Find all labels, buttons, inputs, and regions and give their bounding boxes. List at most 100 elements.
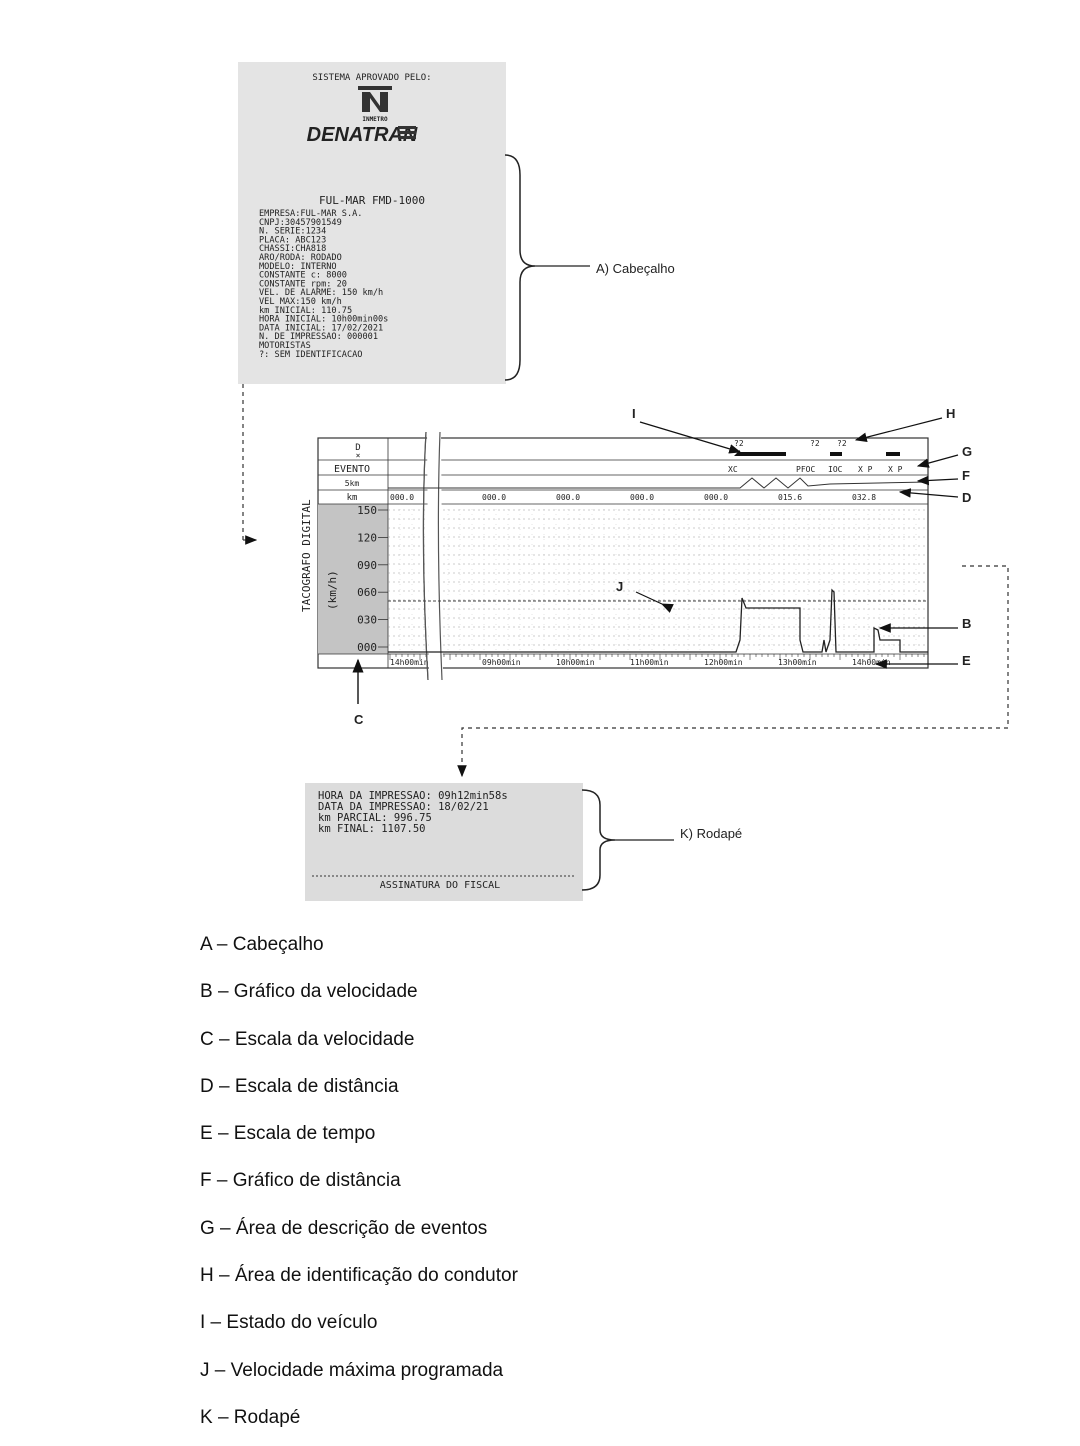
header-line: CONSTANTE c: 8000 [259, 271, 347, 281]
event-mark-4: X P [858, 465, 873, 474]
event-mark-1: XC [728, 465, 738, 474]
header-line: CHASSI:CHA818 [259, 244, 326, 254]
header-line: VEL MAX:150 km/h [259, 297, 342, 307]
time-tick-label: 12h00min [704, 658, 743, 667]
driver-mark-1: ?2 [734, 439, 744, 448]
time-tick-label: 11h00min [630, 658, 669, 667]
event-mark-5: X P [888, 465, 903, 474]
header-receipt-paper [238, 62, 506, 384]
callout-g-arrow [916, 454, 959, 468]
footer-line: km FINAL: 1107.50 [318, 823, 425, 835]
header-line: N. DE IMPRESSAO: 000001 [259, 332, 378, 342]
km-tick-label: 000.0 [390, 493, 414, 502]
callout-f-arrow [916, 475, 959, 486]
time-tick-label: 14h00min [390, 658, 429, 667]
callout-d-label: D [962, 490, 971, 505]
footer-line: HORA DA IMPRESSAO: 09h12min58s [318, 790, 508, 802]
denatran-logo: INMETRO DENATRAN [307, 86, 418, 146]
header-line: EMPRESA:FUL-MAR S.A. [259, 209, 362, 219]
callout-c-label: C [354, 712, 364, 727]
signature-label: ASSINATURA DO FISCAL [380, 880, 500, 891]
logo-text: DENATRAN [307, 124, 418, 146]
km-tick-label: 015.6 [778, 493, 802, 502]
header-line: CNPJ:30457901549 [259, 218, 342, 228]
speed-scale-area [318, 504, 388, 654]
legend-item: K – Rodapé [200, 1406, 301, 1428]
callout-d-arrow [898, 488, 959, 498]
header-line: VEL. DE ALARME: 150 km/h [259, 288, 383, 298]
legend-item: D – Escala de distância [200, 1075, 399, 1097]
event-mark-2: PFOC [796, 465, 815, 474]
row-label-distance-scale: 5km [345, 479, 360, 488]
speed-tick-label: 120 [357, 531, 377, 544]
km-tick-label: 000.0 [556, 493, 580, 502]
row-label-driver: D [355, 443, 360, 453]
time-tick-label: 13h00min [778, 658, 817, 667]
legend-item: B – Gráfico da velocidade [200, 981, 418, 1003]
speed-tick-label: 000 [357, 641, 377, 654]
callout-j-arrow [635, 591, 674, 613]
header-line: PLACA: ABC123 [259, 235, 326, 245]
event-mark-3: IOC [828, 465, 843, 474]
legend-item: A – Cabeçalho [200, 934, 324, 955]
unit-label: (km/h) [326, 570, 339, 610]
callout-j-label: J [616, 579, 623, 594]
header-line: CONSTANTE rpm: 20 [259, 279, 347, 289]
callout-e-label: E [962, 653, 971, 668]
driver-mark-3: ?2 [837, 439, 847, 448]
callout-i-label: I [632, 406, 636, 421]
callout-a-label: A) Cabeçalho [596, 261, 675, 276]
footer-line: DATA DA IMPRESSAO: 18/02/21 [318, 801, 489, 813]
logo-subtext: INMETRO [362, 116, 388, 123]
km-tick-label: 032.8 [852, 493, 876, 502]
legend-item: I – Estado do veículo [200, 1312, 378, 1334]
header-line: ?: SEM IDENTIFICACAO [259, 350, 362, 360]
time-tick-label: 09h00min [482, 658, 521, 667]
header-line: ARO/RODA: RODADO [259, 253, 342, 263]
callout-i-arrow [639, 421, 742, 454]
callout-k-label: K) Rodapé [680, 826, 742, 841]
legend-item: E – Escala de tempo [200, 1123, 376, 1145]
driver-mark-2: ?2 [810, 439, 820, 448]
header-line: km INICIAL: 110.75 [259, 306, 352, 316]
side-title: TACOGRAFO DIGITAL [300, 499, 313, 612]
speed-tick-label: 090 [357, 559, 377, 572]
svg-text:×: × [356, 451, 361, 460]
chart-frame [317, 437, 929, 669]
time-ticks: 14h00min 09h00min 10h00min 11h00min 12h00min… [390, 658, 891, 667]
header-line: MODELO: INTERNO [259, 262, 337, 272]
connector-footer [461, 565, 1009, 772]
time-tick-label: 14h00min [852, 658, 891, 667]
vehicle-state-bar-1 [740, 452, 786, 456]
vehicle-state-bar-2 [830, 452, 842, 456]
brace-k [581, 789, 616, 891]
km-tick-label: 000.0 [482, 493, 506, 502]
footer-receipt-paper [305, 783, 583, 901]
callout-f-label: F [962, 468, 970, 483]
distance-graph [388, 477, 929, 489]
vehicle-state-bar-3 [886, 452, 900, 456]
header-line: MOTORISTAS [259, 341, 311, 351]
header-line: N. SERIE:1234 [259, 227, 326, 237]
speed-tick-label: 060 [357, 586, 377, 599]
approved-line: SISTEMA APROVADO PELO: [312, 73, 431, 83]
legend-item: C – Escala da velocidade [200, 1028, 415, 1050]
header-line: HORA INICIAL: 10h00min00s [259, 315, 388, 325]
speed-graph [388, 588, 928, 653]
time-tick-label: 10h00min [556, 658, 595, 667]
km-ticks: 000.0 000.0 000.0 000.0 000.0 015.6 032.8 [390, 493, 876, 502]
chart-grid [388, 504, 928, 660]
km-tick-label: 000.0 [630, 493, 654, 502]
km-tick-label: 000.0 [704, 493, 728, 502]
model-title: FUL-MAR FMD-1000 [319, 194, 425, 207]
header-receipt: SISTEMA APROVADO PELO: INMETRO DENATRAN … [238, 62, 506, 384]
speed-tick-label: 150 [357, 504, 377, 517]
callout-b-label: B [962, 616, 971, 631]
header-line: DATA INICIAL: 17/02/2021 [259, 323, 383, 333]
legend-item: G – Área de descrição de eventos [200, 1217, 488, 1239]
